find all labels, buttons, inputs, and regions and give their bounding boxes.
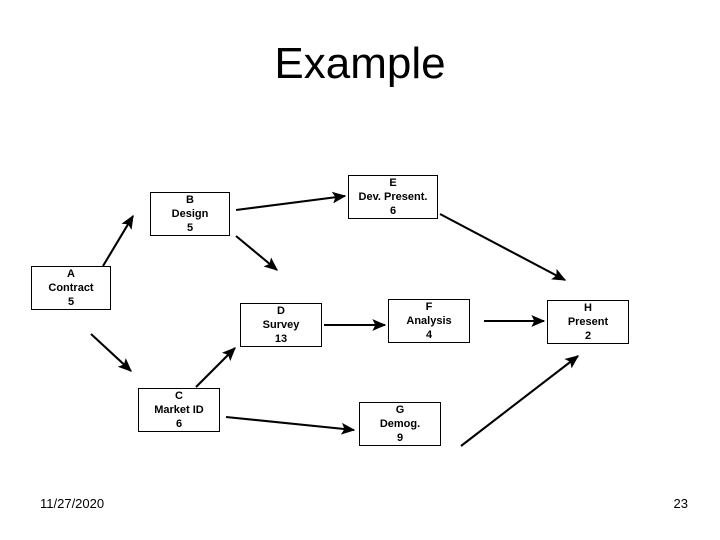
node-a[interactable]: A Contract 5 [31, 266, 111, 310]
arrow-g-to-h [460, 355, 579, 447]
footer-date: 11/27/2020 [40, 496, 105, 511]
node-duration: 4 [425, 329, 433, 341]
node-letter: E [389, 177, 397, 189]
node-letter: H [584, 302, 592, 314]
arrow-c-to-d [195, 347, 236, 388]
node-b[interactable]: B Design 5 [150, 192, 230, 236]
node-letter: D [277, 305, 285, 317]
node-activity-name: Design [171, 208, 209, 220]
node-letter: A [67, 268, 75, 280]
node-e[interactable]: E Dev. Present. 6 [348, 175, 438, 219]
node-letter: F [425, 301, 433, 313]
node-activity-name: Present [567, 316, 609, 328]
arrow-e-to-h [439, 213, 567, 281]
node-d[interactable]: D Survey 13 [240, 303, 322, 347]
footer-page-number: 23 [673, 496, 688, 511]
node-activity-name: Analysis [406, 315, 452, 327]
node-activity-name: Demog. [379, 418, 421, 430]
node-duration: 9 [396, 432, 404, 444]
node-activity-name: Market ID [154, 404, 204, 416]
node-duration: 5 [67, 296, 75, 308]
node-duration: 13 [274, 333, 288, 345]
node-c[interactable]: C Market ID 6 [138, 388, 220, 432]
node-f[interactable]: F Analysis 4 [388, 299, 470, 343]
node-duration: 6 [175, 418, 183, 430]
node-duration: 2 [584, 330, 592, 342]
node-duration: 6 [389, 205, 397, 217]
node-activity-name: Survey [262, 319, 300, 331]
arrow-c-to-g [225, 415, 356, 435]
node-letter: B [186, 194, 194, 206]
node-letter: C [175, 390, 183, 402]
node-duration: 5 [186, 222, 194, 234]
arrow-a-to-c [90, 333, 132, 372]
node-letter: G [395, 404, 405, 416]
arrow-a-to-b [102, 214, 134, 267]
arrow-b-to-d [235, 235, 278, 271]
arrow-b-to-e [235, 191, 347, 212]
page-title: Example [274, 39, 446, 88]
node-activity-name: Dev. Present. [358, 191, 428, 203]
node-activity-name: Contract [48, 282, 94, 294]
node-g[interactable]: G Demog. 9 [359, 402, 441, 446]
node-h[interactable]: H Present 2 [547, 300, 629, 344]
